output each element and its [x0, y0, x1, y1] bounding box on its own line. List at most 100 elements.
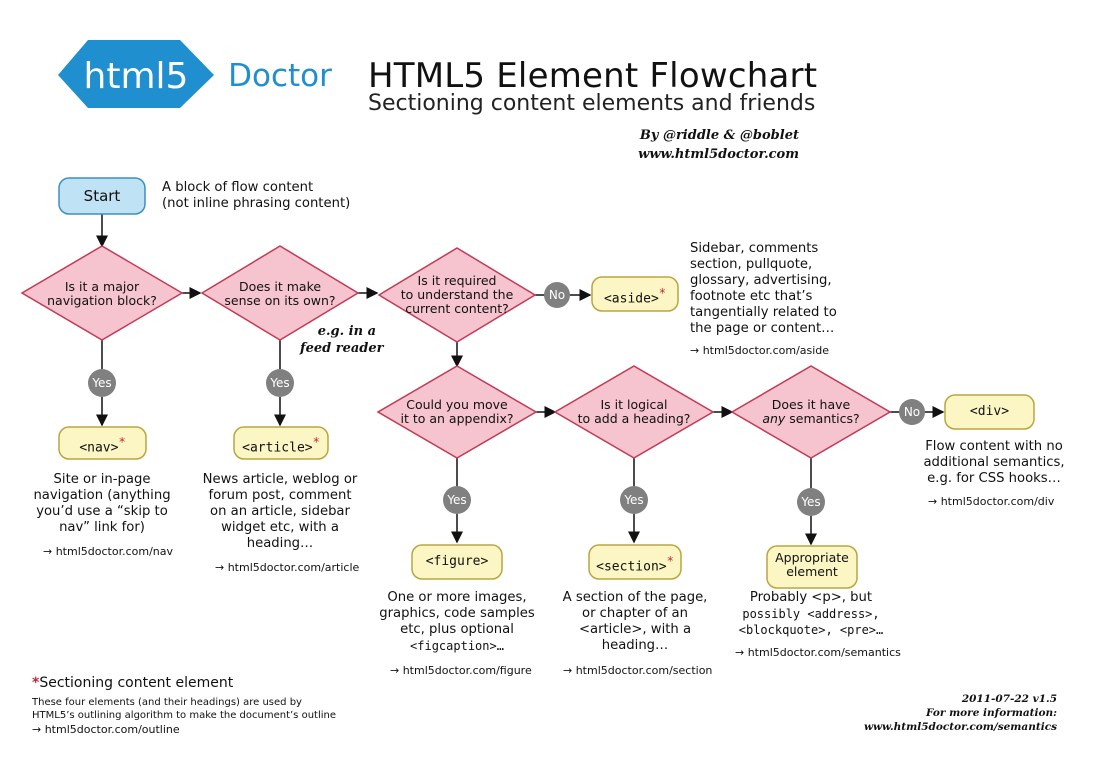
element-boxes — [58, 276, 1035, 589]
footer-more: For more information: — [926, 707, 1057, 719]
element-article: <article>* — [234, 435, 328, 455]
element-label: <aside> — [603, 291, 659, 307]
desc-line: Flow content with no — [925, 439, 1063, 454]
question-line: sense on its own? — [224, 293, 336, 308]
diamond-heading — [553, 365, 715, 459]
byline: By @riddle & @boblet www.html5doctor.com — [638, 126, 799, 164]
byline-authors: By @riddle & @boblet — [639, 128, 799, 143]
question-own-sense: Does it make sense on its own? — [220, 280, 340, 308]
question-line: any semantics? — [751, 412, 871, 426]
start-label: Start — [83, 187, 121, 205]
question-line: Could you move — [406, 397, 508, 412]
start-description: A block of flow content (not inline phra… — [162, 180, 350, 212]
desc-line: Site or in-page — [53, 472, 151, 487]
desc-aside: Sidebar, comments section, pullquote, gl… — [690, 241, 837, 337]
legend-title: *Sectioning content element — [32, 675, 233, 691]
question-line: Does it make — [238, 279, 322, 294]
box-semantics — [766, 545, 858, 589]
desc-line: heading… — [246, 536, 314, 551]
question-heading: Is it logical to add a heading? — [574, 398, 694, 426]
element-div: <div> — [945, 404, 1034, 419]
element-section: <section>* — [589, 554, 681, 574]
start-desc-line: (not inline phrasing content) — [162, 196, 351, 211]
desc-line: nav” link for) — [59, 520, 145, 535]
link-article[interactable]: → html5doctor.com/article — [215, 561, 360, 574]
feed-reader-note: e.g. in a feed reader — [300, 323, 384, 357]
page-title: HTML5 Element Flowchart — [368, 56, 818, 96]
footer-url[interactable]: www.html5doctor.com/semantics — [863, 721, 1057, 733]
box-article — [233, 426, 329, 460]
box-figure — [411, 544, 503, 580]
element-label: <section> — [596, 559, 667, 575]
page-subtitle: Sectioning content elements and friends — [368, 91, 816, 116]
element-label: <nav> — [79, 440, 119, 456]
question-semantics: Does it have any semantics? — [751, 398, 871, 426]
legend-line: HTML5’s outlining algorithm to make the … — [32, 710, 336, 721]
element-label: <article> — [242, 440, 313, 456]
desc-line: or chapter of an — [582, 606, 688, 621]
element-nav: <nav>* — [59, 435, 146, 455]
link-aside[interactable]: → html5doctor.com/aside — [690, 344, 830, 357]
link-semantics[interactable]: → html5doctor.com/semantics — [735, 646, 901, 659]
desc-article: News article, weblog or forum post, comm… — [194, 472, 366, 552]
note-line: e.g. in a — [317, 324, 376, 339]
asterisk-icon: * — [32, 675, 40, 691]
note-line: feed reader — [300, 341, 384, 356]
question-line: Is it logical — [600, 397, 668, 412]
asterisk-icon: * — [666, 554, 674, 568]
desc-line: the page or content… — [690, 321, 835, 336]
link-outline[interactable]: → html5doctor.com/outline — [32, 723, 180, 736]
desc-line: widget etc, with a — [221, 520, 339, 535]
link-figure[interactable]: → html5doctor.com/figure — [390, 664, 532, 677]
asterisk-icon: * — [658, 286, 667, 300]
desc-line: etc, plus optional — [400, 622, 514, 637]
connectors — [96, 214, 945, 546]
logo: html5 Doctor — [58, 40, 332, 108]
desc-semantics: Probably <p>, but possibly <address>, <b… — [728, 590, 894, 638]
footer-info: 2011-07-22 v1.5 For more information: ww… — [864, 692, 1057, 734]
desc-line: <blockquote>, <pre>… — [738, 623, 884, 637]
desc-line: forum post, comment — [208, 488, 352, 503]
no-badge-aside: No — [548, 288, 566, 302]
desc-line: graphics, code samples — [379, 606, 535, 621]
question-line: it to an appendix? — [400, 411, 514, 426]
yes-badge-article: Yes — [270, 376, 290, 390]
desc-line: tangentially related to — [690, 305, 837, 320]
element-label: <figure> — [425, 554, 489, 569]
question-line: to understand the — [400, 287, 514, 302]
diamond-appendix — [376, 365, 538, 459]
asterisk-icon: * — [118, 435, 126, 449]
footer-version: 2011-07-22 v1.5 — [961, 693, 1057, 705]
desc-line: heading… — [601, 638, 669, 653]
question-emphasis: any — [762, 411, 786, 426]
question-required: Is it required to understand the current… — [397, 274, 517, 316]
question-appendix: Could you move it to an appendix? — [397, 398, 517, 426]
desc-div: Flow content with no additional semantic… — [912, 439, 1076, 487]
legend-title-text: Sectioning content element — [39, 675, 234, 691]
legend-body: These four elements (and their headings)… — [32, 696, 336, 722]
byline-url: www.html5doctor.com — [638, 147, 799, 162]
logo-word: Doctor — [228, 58, 332, 94]
desc-figure: One or more images, graphics, code sampl… — [372, 590, 542, 654]
element-aside: <aside>* — [592, 286, 678, 306]
desc-line: footnote etc that’s — [690, 289, 813, 304]
desc-line: e.g. for CSS hooks… — [927, 471, 1061, 486]
link-nav[interactable]: → html5doctor.com/nav — [43, 545, 174, 558]
box-nav — [58, 426, 147, 460]
start-desc-line: A block of flow content — [162, 180, 314, 195]
element-figure: <figure> — [412, 554, 502, 569]
desc-line: <article>, with a — [578, 622, 692, 637]
question-navigation: Is it a major navigation block? — [42, 280, 162, 308]
yes-badge-semantics: Yes — [801, 495, 821, 509]
question-word: semantics? — [789, 411, 860, 426]
question-line: Is it a major — [64, 279, 140, 294]
element-label: <div> — [969, 404, 1010, 419]
link-div[interactable]: → html5doctor.com/div — [928, 495, 1055, 508]
box-section — [588, 544, 682, 580]
logo-text: html5 — [84, 56, 189, 97]
desc-line: glossary, advertising, — [690, 273, 832, 288]
desc-line: News article, weblog or — [202, 472, 358, 487]
question-line: Is it required — [417, 273, 497, 288]
link-section[interactable]: → html5doctor.com/section — [563, 664, 713, 677]
question-line: to add a heading? — [577, 411, 691, 426]
